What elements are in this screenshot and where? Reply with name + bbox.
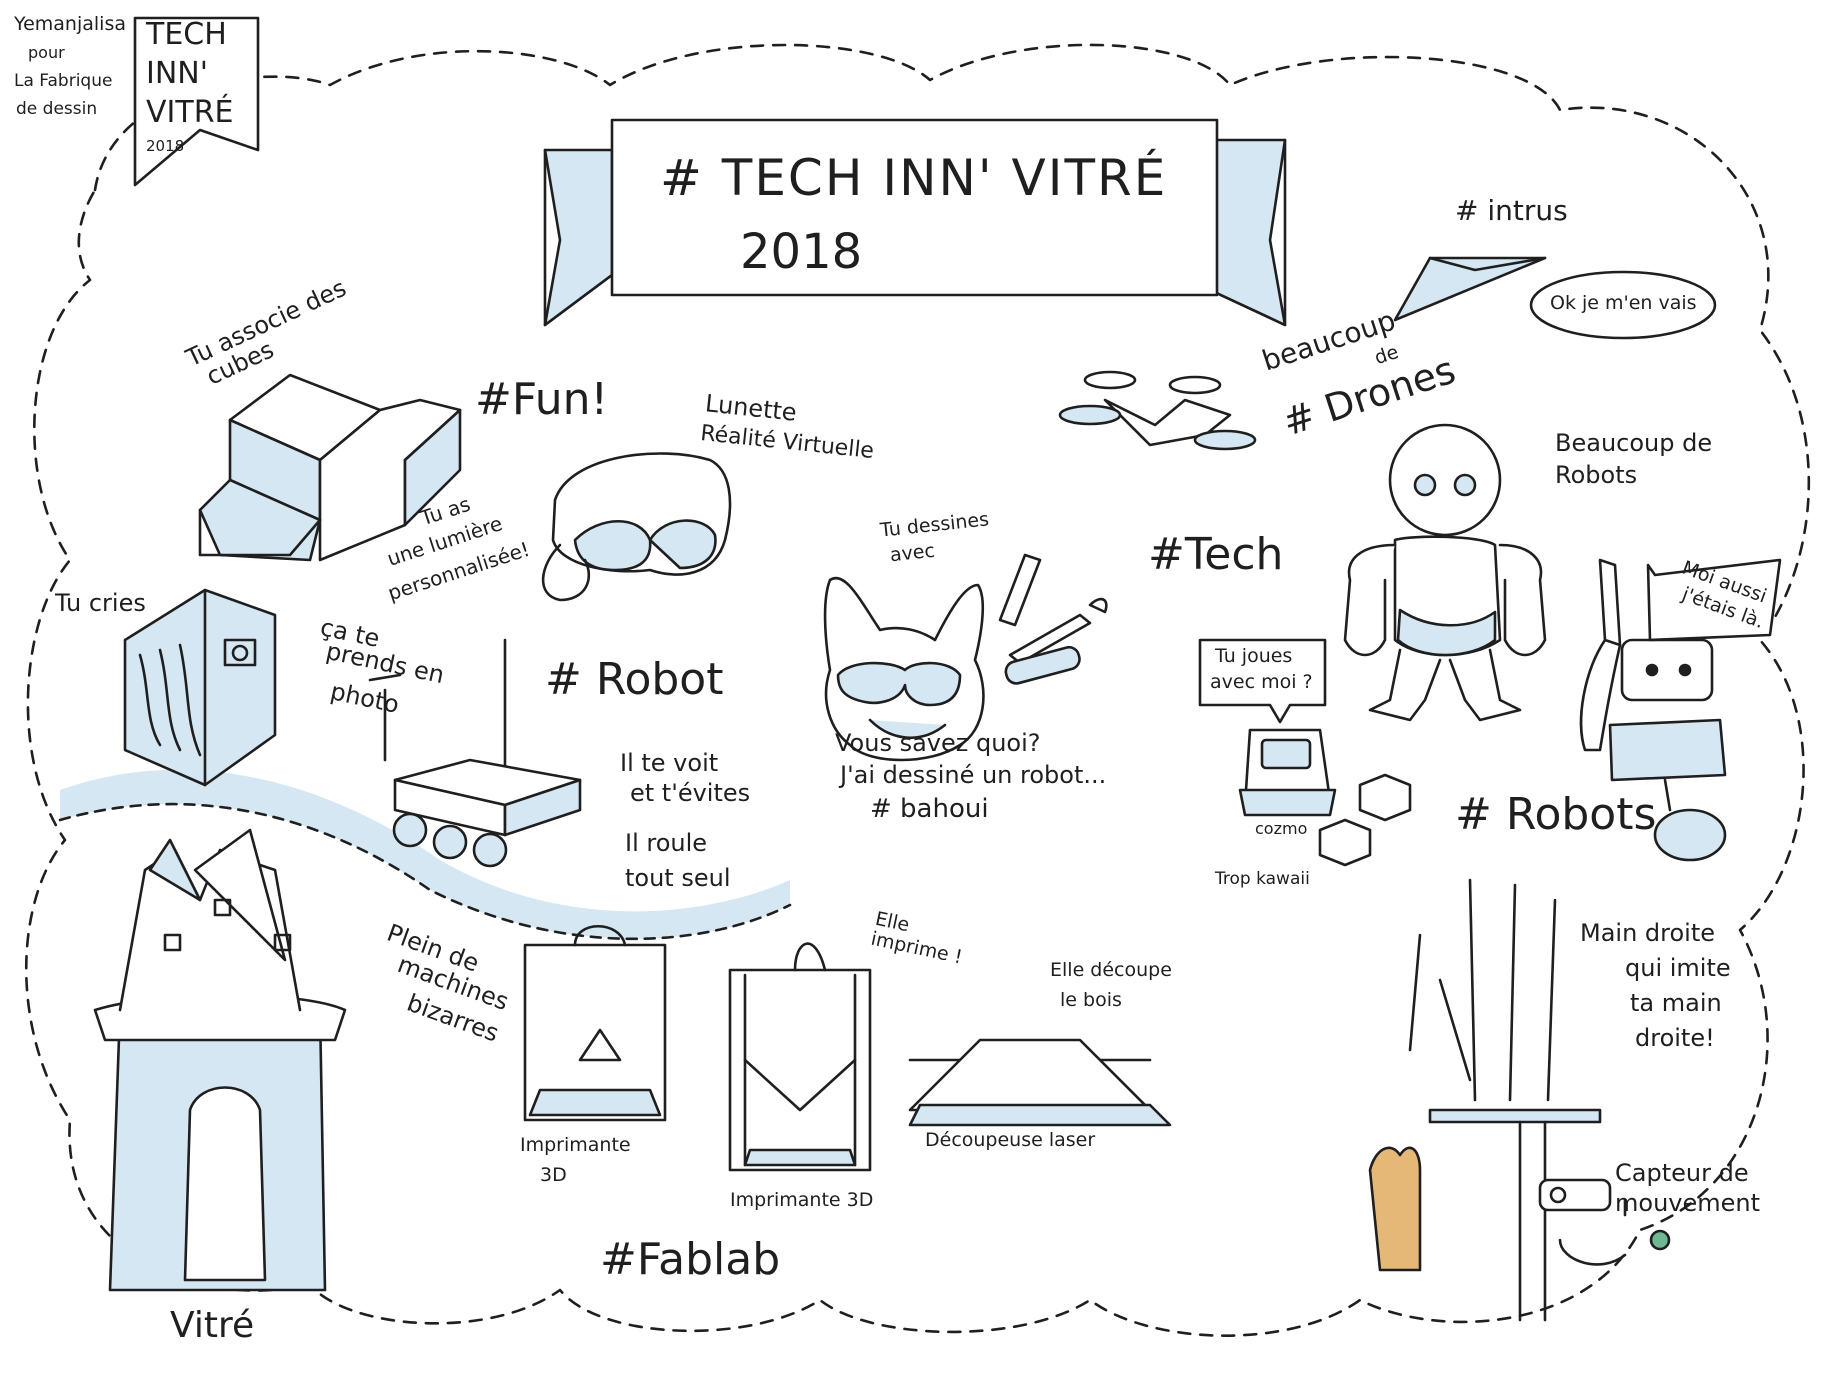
printer-2-drawing [728, 942, 872, 1172]
river-line [58, 802, 792, 941]
dog-drawing [823, 576, 985, 762]
note-sees-1: Il te voit [620, 749, 719, 777]
note-hand-2: qui imite [1625, 954, 1731, 982]
me-speech-bubble [1646, 558, 1782, 642]
note-play-2: avec moi ? [1210, 671, 1313, 693]
note-cozmo: cozmo [1255, 819, 1308, 838]
hashtag-robot: # Robot [545, 654, 724, 705]
note-cuts-1: Elle découpe [1050, 959, 1172, 981]
hashtag-fun: #Fun! [475, 374, 609, 425]
printer-1-drawing [523, 924, 667, 1122]
note-vous-2: J'ai dessiné un robot... [840, 761, 1107, 789]
hashtag-tech: #Tech [1148, 529, 1284, 580]
note-cuts-2: le bois [1060, 989, 1122, 1011]
note-kawaii: Trop kawaii [1215, 869, 1310, 889]
note-city: Vitré [170, 1305, 255, 1346]
rover-robot-drawing [368, 638, 582, 868]
note-plane-speech: Ok je m'en vais [1550, 292, 1697, 314]
laser-cutter-drawing [908, 1038, 1172, 1127]
note-sensor-1: Capteur de [1615, 1159, 1749, 1187]
plane-speech-bubble [1529, 270, 1717, 340]
flag-line3: VITRÉ [146, 95, 234, 130]
cloud-border [24, 43, 1811, 1337]
banner-year: 2018 [740, 224, 863, 280]
hashtag-intrus: # intrus [1455, 194, 1568, 227]
banner-right-ribbon [1208, 138, 1287, 327]
hashtag-fablab: #Fablab [600, 1234, 781, 1285]
banner-main [610, 118, 1219, 297]
note-play-1: Tu joues [1215, 645, 1293, 667]
note-draw-2: avec [888, 539, 936, 567]
robot-hand-drawing [1408, 878, 1612, 1322]
note-vous-1: Vous savez quoi? [835, 729, 1041, 757]
flag-line2: INN' [146, 56, 208, 91]
note-sensor-2: mouvement [1615, 1189, 1761, 1217]
credit-dessin: de dessin [16, 99, 98, 119]
cozmo-drawing [1238, 728, 1412, 867]
drone-drawing [1058, 370, 1257, 451]
flag-year: 2018 [146, 137, 185, 155]
arm-robot-drawing [1579, 558, 1727, 862]
credit-fabrique: La Fabrique [14, 71, 113, 91]
sensor-light-drawing [1649, 1229, 1671, 1251]
sensor-arrow [1558, 1198, 1627, 1266]
flag-shape [133, 16, 260, 187]
note-rolls-1: Il roule [625, 829, 708, 857]
note-printer-1b: 3D [540, 1164, 567, 1186]
note-robots-2: Robots [1555, 461, 1638, 489]
banner-left-ribbon [543, 148, 614, 327]
credit-author: Yemanjalisa [14, 13, 126, 35]
photo-booth-drawing [123, 588, 277, 787]
note-laser: Découpeuse laser [925, 1129, 1096, 1151]
note-printer-1: Imprimante [520, 1134, 631, 1156]
play-speech-bubble [1198, 638, 1327, 724]
note-photo-cries: Tu cries [55, 589, 146, 617]
banner-right-fold [1208, 138, 1287, 327]
nao-robot-drawing [1343, 423, 1547, 722]
paper-plane-drawing [1393, 256, 1547, 322]
note-hand-3: ta main [1630, 989, 1722, 1017]
hashtag-bahoui: # bahoui [870, 794, 989, 824]
flag-line1: TECH [146, 17, 227, 52]
human-hand-drawing [1368, 1146, 1422, 1272]
drawing-tools [998, 553, 1108, 685]
note-printer-2: Imprimante 3D [730, 1189, 874, 1211]
note-sees-2: et t'évites [630, 779, 751, 807]
cubes-drawing [198, 373, 462, 562]
note-hand-4: droite! [1635, 1024, 1715, 1052]
vr-headset-drawing [541, 452, 732, 602]
note-hand-1: Main droite [1580, 919, 1716, 947]
castle-drawing [93, 828, 347, 1292]
river-wash [60, 769, 790, 939]
note-robots-1: Beaucoup de [1555, 429, 1713, 457]
note-rolls-2: tout seul [625, 864, 731, 892]
banner-title: # TECH INN' VITRÉ [660, 149, 1168, 207]
credit-pour: pour [28, 43, 65, 62]
hashtag-robots: # Robots [1455, 789, 1657, 840]
